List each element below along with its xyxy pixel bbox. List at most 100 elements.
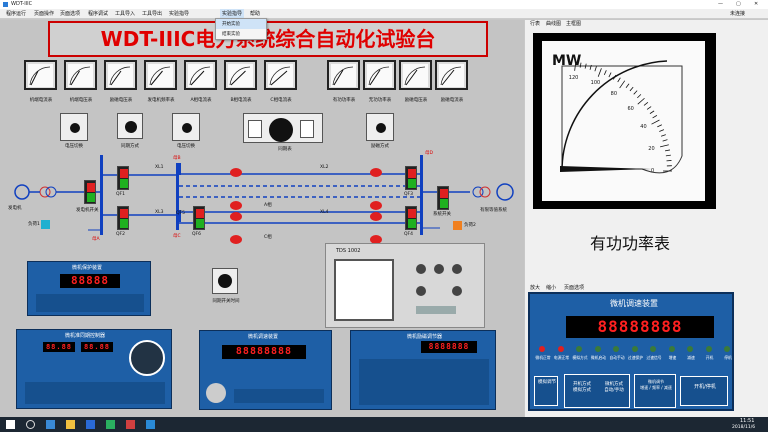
qf3-label: QF3 xyxy=(404,192,413,197)
app-icon[interactable] xyxy=(146,420,155,429)
tab-curve[interactable]: 曲线图 xyxy=(546,21,562,27)
knob-icon[interactable] xyxy=(434,264,444,274)
zoom-in-button[interactable]: 放大 xyxy=(530,285,541,291)
sync-time-knob[interactable] xyxy=(212,268,238,294)
menu-page-op[interactable]: 页面操作 xyxy=(34,11,55,17)
excitation-title: 微机励磁调节器 xyxy=(407,334,443,340)
line-breaker-marker[interactable] xyxy=(230,168,242,177)
power-meter-label: 有功功率表 xyxy=(332,98,356,103)
minimize-button[interactable]: — xyxy=(718,1,723,7)
app-icon[interactable] xyxy=(126,420,135,429)
meter-2 xyxy=(104,60,137,90)
line-breaker-marker[interactable] xyxy=(370,212,382,221)
line-breaker-marker[interactable] xyxy=(370,235,382,244)
line-switch[interactable] xyxy=(176,163,181,175)
speed-display: 88888888 xyxy=(222,345,306,359)
line-breaker-marker[interactable] xyxy=(370,168,382,177)
voltage-switch-1[interactable] xyxy=(60,113,88,141)
line-breaker-marker[interactable] xyxy=(230,201,242,210)
meter-tick xyxy=(584,63,587,69)
knob-icon[interactable] xyxy=(452,264,462,274)
menu-guide[interactable]: 实验指导 xyxy=(169,11,190,17)
big-meter-svg xyxy=(560,60,683,174)
menu-start-experiment[interactable]: 开始实验 xyxy=(216,19,266,29)
line-breaker-marker[interactable] xyxy=(370,201,382,210)
menu-run[interactable]: 程序运行 xyxy=(6,11,27,17)
knob-icon[interactable] xyxy=(452,286,462,296)
app-icon[interactable] xyxy=(106,420,115,429)
menu-help[interactable]: 帮助 xyxy=(250,11,261,17)
protection-title: 微机保护装置 xyxy=(72,265,103,271)
breaker-qf4[interactable] xyxy=(405,206,417,230)
meter-5 xyxy=(224,60,257,90)
gen-switch-label: 发电机开关 xyxy=(76,208,99,213)
line-breaker-marker[interactable] xyxy=(230,212,242,221)
start-stop-button[interactable]: 开机/停机 xyxy=(680,376,728,406)
power-meter-2 xyxy=(399,60,432,90)
tab-table[interactable]: 行表 xyxy=(530,21,541,27)
governor-panel: 微机调速装置 88888888 微机正常电源正常模拟方式微机启动自动手动过速保护… xyxy=(528,292,734,411)
meter-tick xyxy=(629,86,634,92)
voltage-switch-2[interactable] xyxy=(172,113,200,141)
oscilloscope-buttons[interactable] xyxy=(416,306,456,314)
menu-end-experiment[interactable]: 结束实验 xyxy=(222,32,240,37)
sync-display-1: 88.88 xyxy=(43,342,75,352)
page-option-button[interactable]: 页面选项 xyxy=(564,285,585,291)
meter-tick xyxy=(643,102,649,106)
single-line-diagram xyxy=(14,155,514,235)
close-button[interactable]: ✕ xyxy=(754,1,759,7)
protection-buttons[interactable] xyxy=(36,294,144,312)
folder-icon[interactable] xyxy=(66,420,75,429)
load1-box[interactable] xyxy=(41,220,50,229)
taskview-icon[interactable] xyxy=(46,420,55,429)
exc-mode-switch[interactable] xyxy=(366,113,394,141)
meter-tick-label: 0 xyxy=(651,168,655,174)
meter-4 xyxy=(184,60,217,90)
oscilloscope[interactable]: TDS 1002 xyxy=(325,243,485,328)
meter-label: A相电流表 xyxy=(190,98,212,103)
start-icon[interactable] xyxy=(6,420,15,429)
menu-export[interactable]: 工具导出 xyxy=(142,11,163,17)
meter-tick xyxy=(603,70,607,76)
line-breaker-marker[interactable] xyxy=(230,235,242,244)
excitation-buttons[interactable] xyxy=(359,359,489,405)
bus-d-label: 母D xyxy=(425,151,433,156)
breaker-qf2[interactable] xyxy=(117,206,129,230)
speed-panel: 微机调速装置 88888888 xyxy=(199,330,332,410)
start-mode-group[interactable]: 开机方式 模拟方式微机方式 自动/手动 xyxy=(564,374,630,408)
line-switch[interactable] xyxy=(176,210,181,222)
governor-adjust-group[interactable]: 微机调节 增速 / 频率 / 减速 xyxy=(634,374,676,408)
knob-icon[interactable] xyxy=(416,286,426,296)
sync-buttons[interactable] xyxy=(25,382,165,404)
tab-main[interactable]: 主框图 xyxy=(566,21,582,27)
oscilloscope-label: TDS 1002 xyxy=(336,248,361,254)
power-meter-label: 励磁电流表 xyxy=(440,98,464,103)
sync-mode-switch[interactable] xyxy=(117,113,143,139)
maximize-button[interactable]: ▢ xyxy=(736,1,741,7)
app-icon[interactable] xyxy=(86,420,95,429)
speed-buttons[interactable] xyxy=(234,389,324,403)
menu-import[interactable]: 工具导入 xyxy=(115,11,136,17)
meter-1 xyxy=(64,60,97,90)
guide-dropdown: 开始实验 结束实验 xyxy=(215,18,267,40)
search-icon[interactable] xyxy=(26,420,35,429)
status-led xyxy=(687,346,693,352)
meter-label: 发电机频率表 xyxy=(147,98,175,103)
load2-box[interactable] xyxy=(453,221,462,230)
speed-knob[interactable] xyxy=(206,383,226,403)
menu-debug[interactable]: 程序调试 xyxy=(88,11,109,17)
meter-tick xyxy=(649,110,655,114)
knob-icon[interactable] xyxy=(416,264,426,274)
status-led xyxy=(613,346,619,352)
zoom-out-button[interactable]: 缩小 xyxy=(546,285,557,291)
oscilloscope-screen xyxy=(334,259,394,321)
breaker-system[interactable] xyxy=(437,186,449,210)
power-meter-0 xyxy=(327,60,360,90)
breaker-qf3[interactable] xyxy=(405,166,417,190)
breaker-qf1[interactable] xyxy=(117,166,129,190)
menu-page-option[interactable]: 页面选项 xyxy=(60,11,81,17)
breaker-gen[interactable] xyxy=(84,180,96,204)
sim-adjust-button[interactable]: 模拟调节 xyxy=(534,376,558,406)
breaker-qf6[interactable] xyxy=(193,206,205,230)
menu-guide-active[interactable]: 实验指导 xyxy=(220,9,245,19)
